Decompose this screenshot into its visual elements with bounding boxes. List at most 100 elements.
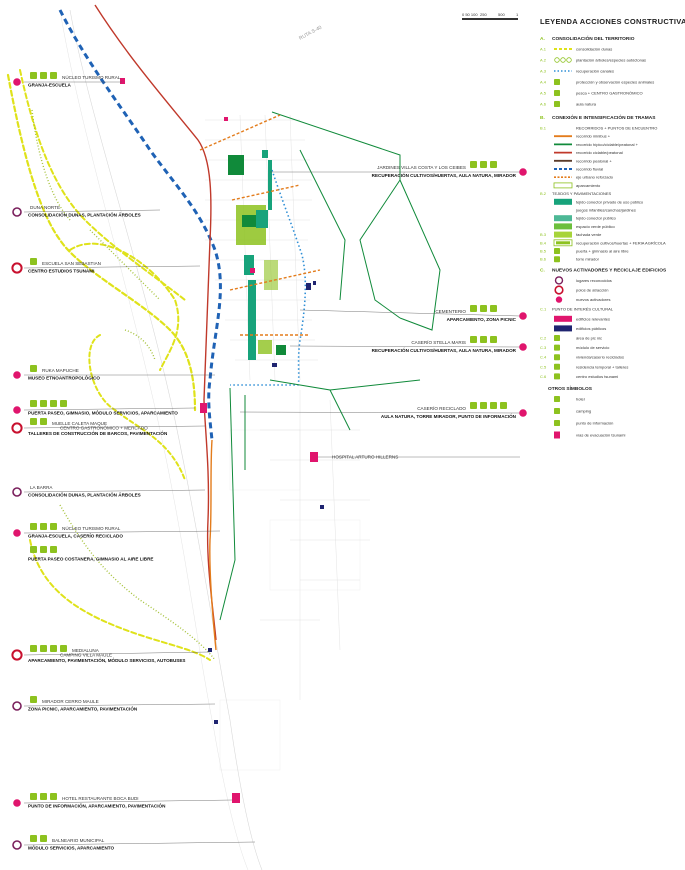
legend-item: tejido conector público <box>554 215 617 222</box>
legend-item-label: consolidación dunas <box>576 47 612 52</box>
activity-icon <box>50 546 57 553</box>
legend-item-label: aparcamiento <box>576 183 601 188</box>
legend-item: B.6 torre mirador <box>540 256 600 263</box>
legend-item-label: protección y observación especies animal… <box>576 80 654 85</box>
road-label: RUTA S-40 <box>298 25 323 42</box>
legend-section: C.NUEVOS ACTIVADORES Y RECICLAJE EDIFICI… <box>540 267 667 380</box>
new-activator-marker <box>13 529 21 537</box>
legend-section-id: C. <box>540 267 545 273</box>
legend-item-label: torre mirador <box>576 257 600 262</box>
annotation-actions: GRANJA-ESCUELA, CASERÍO RECICLADO <box>28 532 123 539</box>
scale-label: 250 <box>480 12 487 17</box>
activity-icon <box>30 258 37 265</box>
legend-item-label: módulo de servicio <box>576 345 610 350</box>
legend-item: recorrido ciclable/peatonal <box>554 150 623 155</box>
hiking-routes <box>219 111 441 621</box>
annotation-actions: PUERTA PASEO COSTANERA, GIMNASIO AL AIRE… <box>28 557 153 562</box>
activity-icon <box>490 336 497 343</box>
legend-item-label: recorrido hípico/ciclable/peatonal + <box>576 142 639 147</box>
activity-icon <box>50 523 57 530</box>
annotation-actions: MÓDULO SERVICIOS, APARCAMIENTO <box>28 844 115 851</box>
annotation-place-name: MEDIALUNA <box>72 648 100 653</box>
legend-item-number: B.6 <box>540 257 547 262</box>
activity-icon <box>480 402 487 409</box>
annotation-actions: GRANJA-ESCUELA <box>28 83 72 88</box>
annotation-actions: RECUPERACIÓN CULTIVOS/HUERTAS, AULA NATU… <box>372 346 517 353</box>
recognized-place-marker <box>12 487 22 497</box>
annotation-place-name: MUELLE CALETA MAQUE <box>52 421 107 426</box>
activity-icon <box>30 72 37 79</box>
annotation-place-name: HOSPITAL ARTURO HILLERNS <box>332 455 398 460</box>
fluvial-route <box>58 9 222 441</box>
activity-icon <box>470 161 477 168</box>
legend-item-label: tejido conector privado de uso público <box>576 199 644 204</box>
scale-label: 500 <box>498 12 505 17</box>
legend-item-number: C.2 <box>540 336 547 341</box>
urban-axes <box>199 114 321 336</box>
recognized-place-marker <box>12 207 22 217</box>
new-activator-marker <box>13 406 21 414</box>
activity-icon <box>30 835 37 842</box>
activity-icon <box>30 365 37 372</box>
legend-item-number: B.5 <box>540 249 547 254</box>
minibus-route <box>209 439 217 651</box>
activity-icon <box>30 793 37 800</box>
legend-item-label: punto de información <box>576 421 613 426</box>
legend-item: edificios relevantes <box>554 315 610 322</box>
activity-icon <box>30 696 37 703</box>
urban-green-spine <box>228 150 286 360</box>
annotation-place-name: DUNA NORTE <box>30 205 60 210</box>
annotation-actions: RECUPERACIÓN CULTIVOS/HUERTAS, AULA NATU… <box>372 171 517 178</box>
annotation-place-name: RUKA MAPUCHE <box>42 368 79 373</box>
legend-item-label: aula natura <box>576 102 597 107</box>
legend-item: polos de atracción <box>554 285 608 295</box>
legend-item: recorrido fluvial <box>554 167 603 172</box>
annotation-place-name: NÚCLEO TURISMO RURAL <box>62 525 121 531</box>
activity-icon <box>490 161 497 168</box>
legend-item-label: camping <box>576 409 591 414</box>
legend-item-label: tejido conector público <box>576 216 617 221</box>
legend-item-number: C.1 <box>540 307 547 312</box>
legend-item-label: recorrido peatonal + <box>576 158 612 163</box>
annotation-actions: ZONA PICNIC, APARCAMIENTO, PAVIMENTACIÓN <box>28 705 138 712</box>
annotation-place-name: CEMENTERIO <box>435 309 466 314</box>
activity-icon <box>50 793 57 800</box>
legend-item: recorrido hípico/ciclable/peatonal + <box>554 142 639 147</box>
legend-item-number: A.5 <box>540 91 547 96</box>
annotations: NÚCLEO TURISMO RURAL GRANJA-ESCUELA DUNA N… <box>11 72 527 851</box>
legend-item-label: fachada verde <box>576 232 602 237</box>
legend-item-label: edificios públicos <box>576 326 606 331</box>
legend-item-label: nuevos activadores <box>576 297 610 302</box>
activity-icon <box>500 402 507 409</box>
legend-item-label: recorrido fluvial <box>576 167 603 172</box>
legend-item-label: lugares reconocidos <box>576 278 612 283</box>
tree-planting-lines <box>31 109 216 661</box>
activity-icon <box>40 400 47 407</box>
activity-icon <box>40 835 47 842</box>
legend-item-label: polos de atracción <box>576 288 608 293</box>
legend-section-id: B. <box>540 115 545 121</box>
annotation-left: PUERTA PASEO COSTANERA, GIMNASIO AL AIRE… <box>28 546 153 562</box>
annotation-actions: APARCAMIENTO, PAVIMENTACIÓN, MÓDULO SERV… <box>28 656 185 663</box>
activity-icon <box>480 305 487 312</box>
activity-icon <box>470 402 477 409</box>
legend-item-label: recorrido minibus + <box>576 134 611 139</box>
annotation-place-name: JARDINES VILLAS COSTA Y LOS CEIBES <box>377 165 466 170</box>
annotation-place-subname: CAMPING VILLA MAULE <box>60 653 112 658</box>
annotation-right: HOSPITAL ARTURO HILLERNS <box>318 455 520 460</box>
activity-icon <box>60 645 67 652</box>
scale-label: 1 <box>516 12 519 17</box>
map-base <box>59 9 370 870</box>
legend-item-label: pesca + CENTRO GASTRONÓMICO <box>576 91 643 96</box>
legend-item-label: residencia temporal + talleres <box>576 364 628 369</box>
